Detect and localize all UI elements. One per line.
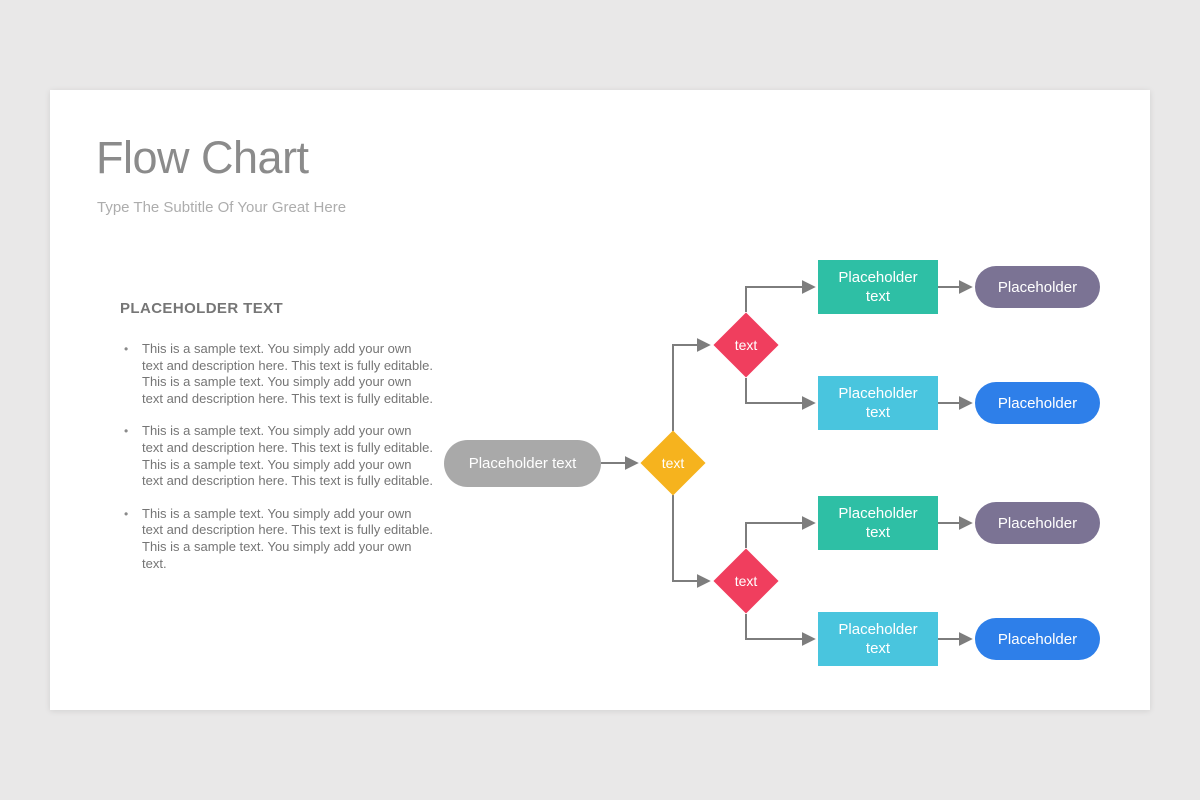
bullet-item: This is a sample text. You simply add yo… — [120, 506, 436, 572]
start-node: Placeholder text — [444, 440, 601, 487]
process-box-3: Placeholder text — [818, 496, 938, 550]
slide: Flow Chart Type The Subtitle Of Your Gre… — [50, 90, 1150, 710]
branch-decision-label: text — [734, 337, 758, 353]
terminal-pill-3: Placeholder — [975, 502, 1100, 544]
branch-decision-diamond-top: text — [713, 312, 779, 378]
bullet-item: This is a sample text. You simply add yo… — [120, 341, 436, 407]
page-subtitle: Type The Subtitle Of Your Great Here — [97, 199, 347, 216]
connector-lines — [601, 280, 973, 646]
text-column: PLACEHOLDER TEXT This is a sample text. … — [120, 300, 436, 588]
bullet-item: This is a sample text. You simply add yo… — [120, 423, 436, 489]
process-box-2: Placeholder text — [818, 376, 938, 430]
page-title: Flow Chart — [96, 132, 309, 183]
terminal-pill-2: Placeholder — [975, 382, 1100, 424]
terminal-pill-1: Placeholder — [975, 266, 1100, 308]
process-box-1: Placeholder text — [818, 260, 938, 314]
section-heading: PLACEHOLDER TEXT — [120, 300, 284, 317]
branch-decision-diamond-bottom: text — [713, 548, 779, 614]
process-box-4: Placeholder text — [818, 612, 938, 666]
flowchart: Placeholder text text text text Placehol… — [50, 90, 1150, 710]
bullet-list: This is a sample text. You simply add yo… — [120, 341, 436, 572]
root-decision-diamond: text — [640, 430, 706, 496]
branch-decision-label: text — [734, 573, 758, 589]
root-decision-label: text — [661, 455, 685, 471]
terminal-pill-4: Placeholder — [975, 618, 1100, 660]
